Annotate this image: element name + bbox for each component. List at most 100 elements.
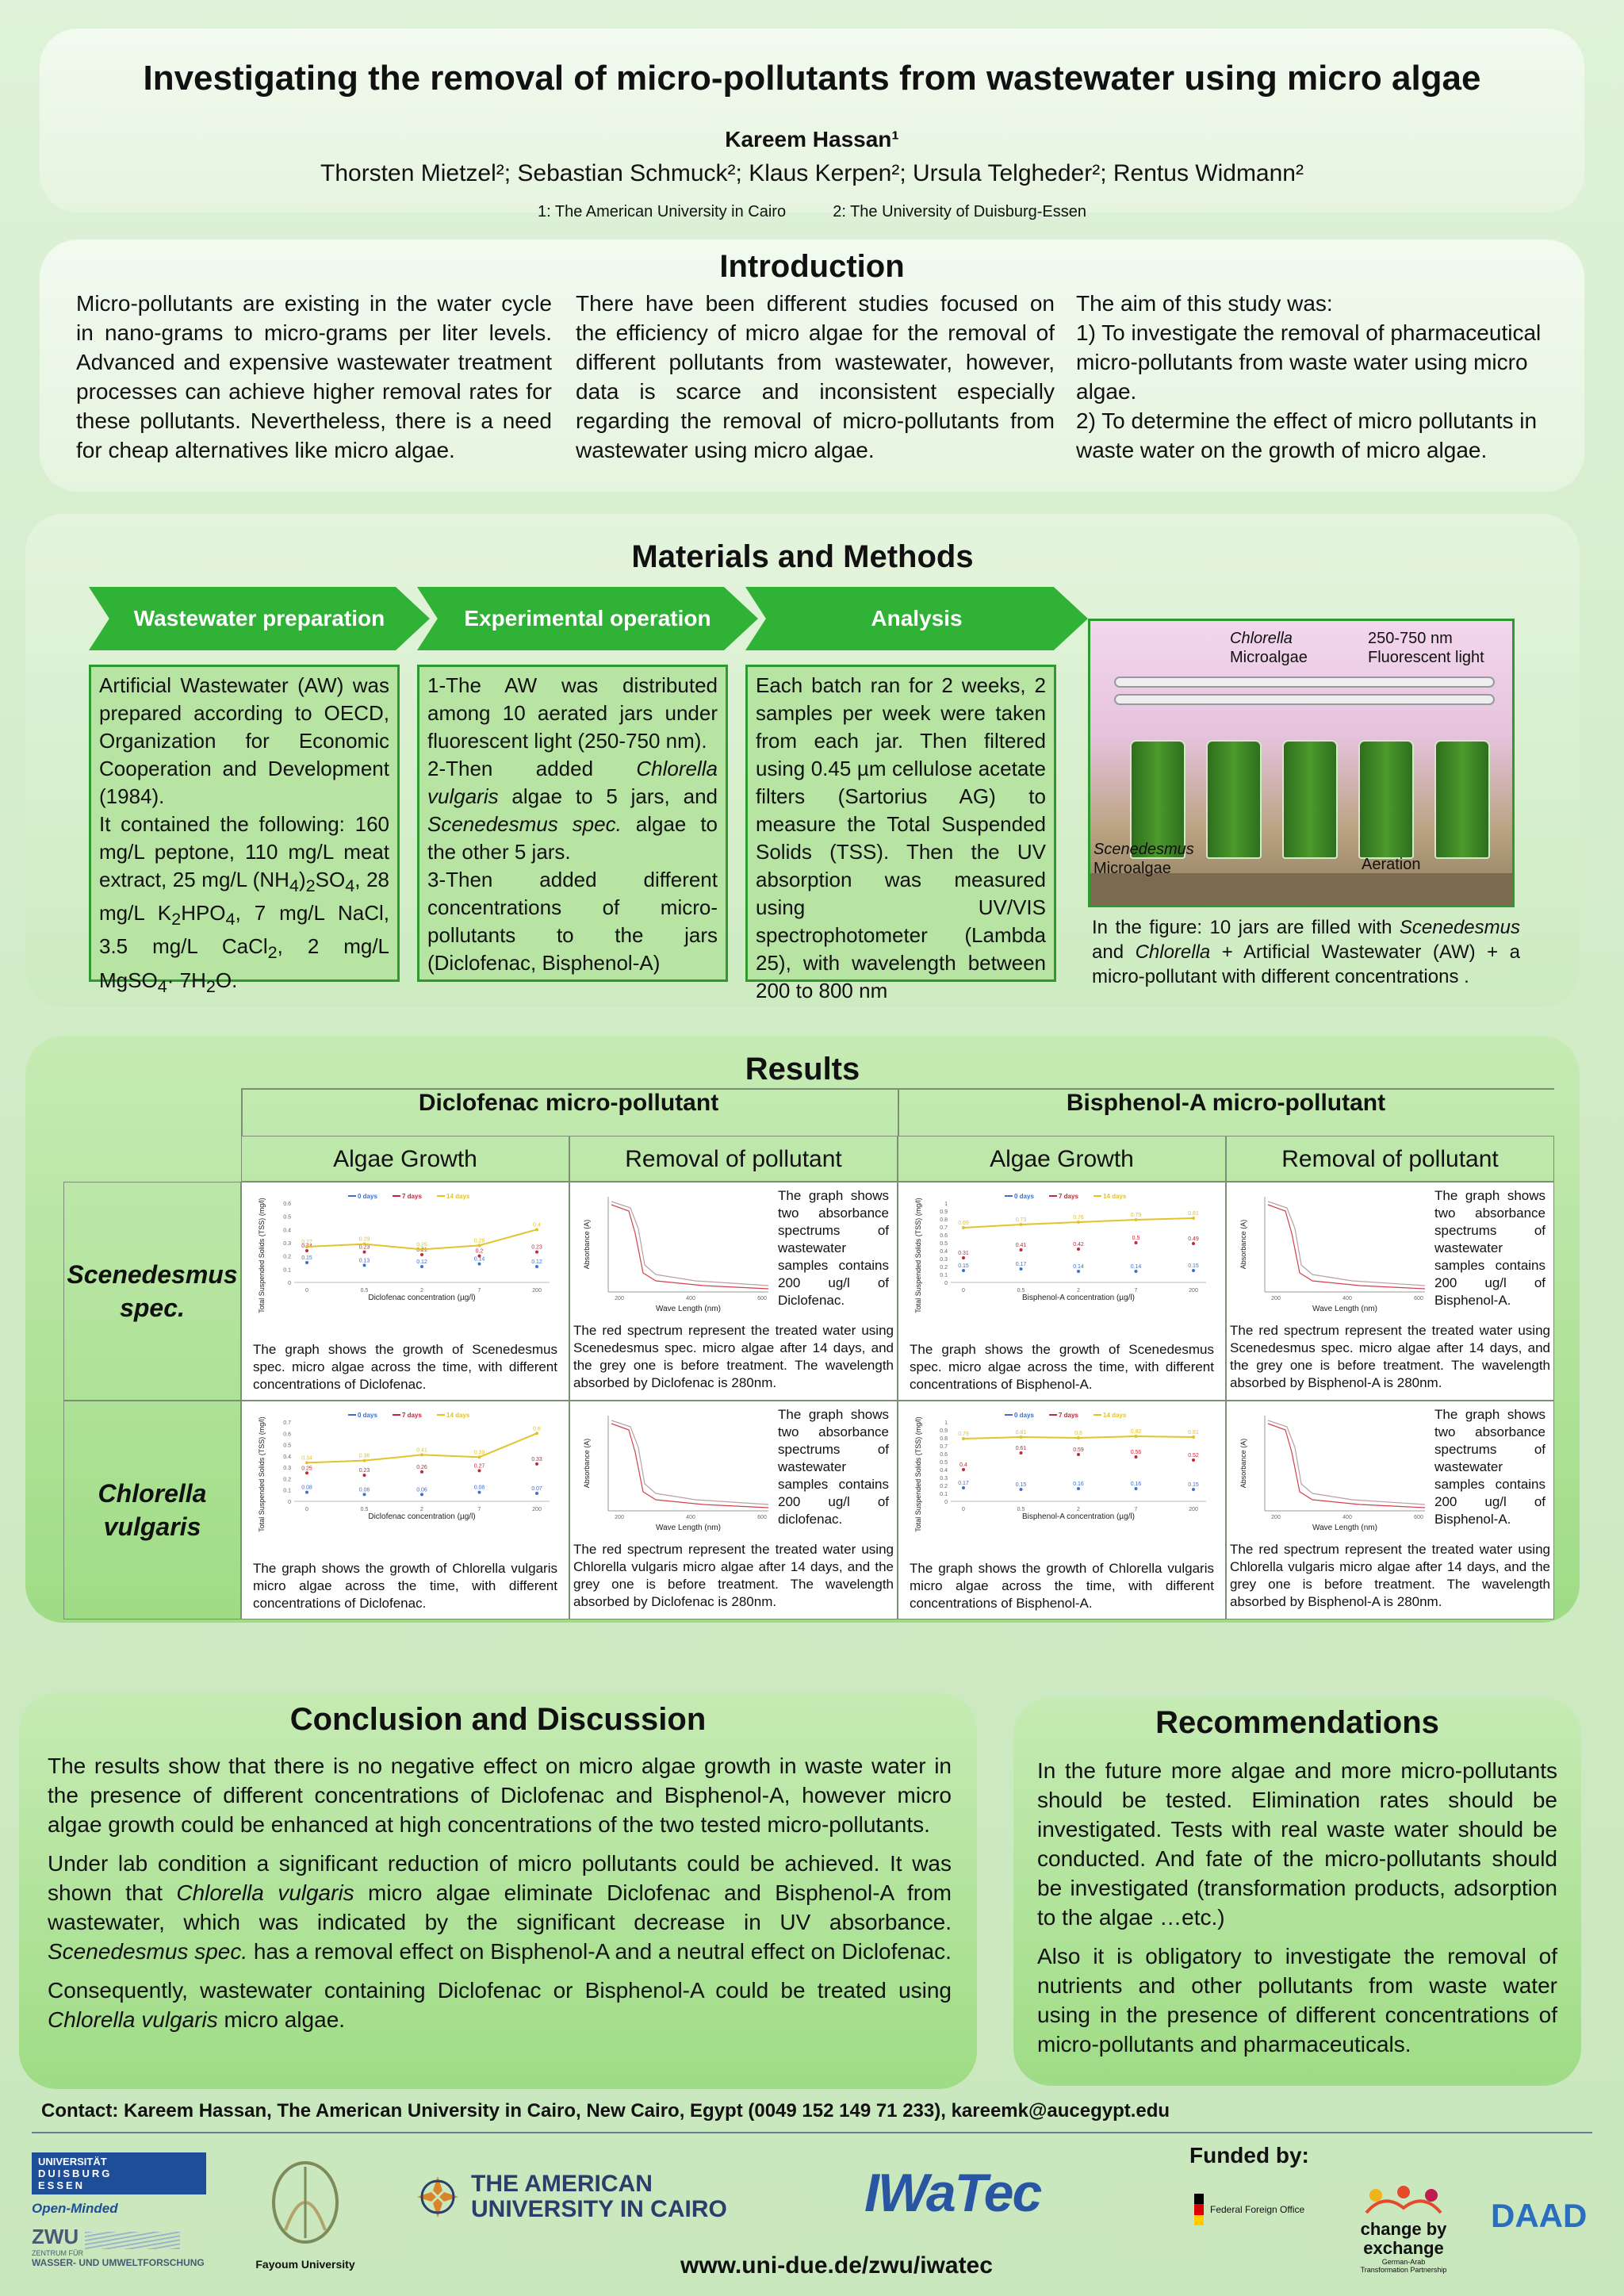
data-label: 0.2 (476, 1249, 484, 1255)
method-box-operation: 1-The AW was distributed among 10 aerate… (417, 665, 728, 982)
auc-emblem-icon (417, 2176, 458, 2217)
y-tick-label: 0.3 (283, 1466, 291, 1471)
y-tick-label: 0.3 (283, 1241, 291, 1247)
logo-fayoum: Fayoum University (254, 2159, 357, 2271)
data-point (535, 1462, 538, 1466)
x-tick-label: 7 (478, 1507, 481, 1512)
fayoum-text: Fayoum University (255, 2258, 355, 2271)
data-label: 0.28 (474, 1238, 485, 1244)
spectrum-before-treatment (1267, 1201, 1426, 1286)
caption-removal: The red spectrum represent the treated w… (573, 1542, 894, 1609)
y-tick-label: 0 (288, 1281, 291, 1286)
conclusion-body: The results show that there is no negati… (48, 1751, 952, 2044)
row-label-scenedesmus: Scenedesmus spec. (63, 1182, 241, 1401)
y-tick-label: 0.6 (940, 1452, 948, 1458)
subheader-removal: Removal of pollutant (569, 1136, 898, 1182)
caption-growth: The graph shows the growth of Chlorella … (253, 1561, 557, 1611)
spectrum-before-treatment (611, 1420, 769, 1505)
data-label: 0.23 (531, 1245, 542, 1251)
data-label: 0.25 (301, 1466, 312, 1471)
label-scenedesmus: Scenedesmus (1094, 841, 1194, 858)
x-tick-label: 7 (1135, 1507, 1138, 1512)
experiment-photo: Chlorella Microalgae 250-750 nm Fluoresc… (1088, 619, 1515, 907)
affiliation-2: 2: The University of Duisburg-Essen (833, 203, 1086, 220)
x-axis-label: Wave Length (nm) (1312, 1524, 1377, 1532)
bisphenol-header: Bisphenol-A micro-pollutant (1066, 1090, 1386, 1116)
data-point (362, 1474, 366, 1478)
y-tick-label: 0.9 (940, 1428, 948, 1434)
change-by-exchange-icon (1365, 2186, 1442, 2214)
data-label: 0.81 (1188, 1430, 1199, 1435)
x-tick-label: 200 (1189, 1507, 1198, 1512)
fluorescent-lamp (1114, 677, 1495, 688)
data-point (1192, 1242, 1195, 1245)
y-tick-label: 0.1 (940, 1273, 948, 1278)
data-label: 0.15 (958, 1263, 969, 1269)
ude-text-1: UNIVERSITÄT (38, 2156, 107, 2168)
row-label-chlorella: Chlorella vulgaris (63, 1401, 241, 1619)
y-tick-label: 0.8 (940, 1436, 948, 1442)
data-point (420, 1248, 423, 1251)
conclusion-title: Conclusion and Discussion (289, 1702, 707, 1737)
fluorescent-lamp-2 (1114, 694, 1495, 705)
subheader-algae-growth: Algae Growth (241, 1136, 569, 1182)
legend-label: 0 days (1014, 1193, 1034, 1200)
x-tick-label: 600 (1414, 1296, 1423, 1301)
x-axis-label: Diclofenac concentration (µg/l) (368, 1294, 475, 1302)
data-label: 0.6 (533, 1426, 541, 1432)
legend-label: 14 days (446, 1193, 470, 1200)
side-note-spectrum: The graph shows two absorbance spectrums… (1434, 1188, 1545, 1308)
data-label: 0.15 (1016, 1482, 1027, 1488)
data-point (420, 1493, 423, 1497)
y-tick-label: 0.4 (940, 1468, 948, 1474)
intro-col3: The aim of this study was: 1) To investi… (1076, 289, 1555, 465)
data-label: 0.08 (301, 1485, 312, 1491)
methods-title: Materials and Methods (631, 539, 974, 574)
y-axis-label: Total Suspended Solids (TSS) (mg/l) (914, 1416, 922, 1532)
data-point (305, 1249, 308, 1252)
data-point (477, 1490, 481, 1494)
logo-auc: THE AMERICAN UNIVERSITY IN CAIRO (416, 2171, 727, 2222)
data-label: 0.26 (416, 1465, 427, 1470)
header-divider-mid (898, 1088, 899, 1136)
method-box-preparation: Artificial Wastewater (AW) was prepared … (89, 665, 400, 996)
x-tick-label: 200 (1271, 1296, 1281, 1301)
x-tick-label: 400 (1342, 1515, 1352, 1520)
y-tick-label: 0.1 (283, 1489, 291, 1494)
affiliations: 1: The American University in Cairo 2: T… (40, 203, 1584, 221)
x-tick-label: 200 (1271, 1515, 1281, 1520)
data-point (477, 1262, 481, 1266)
data-point (1077, 1270, 1080, 1273)
spectrum-after-treatment (611, 1423, 769, 1508)
introduction-panel: Introduction Micro-pollutants are existi… (40, 240, 1584, 492)
spectrum-before-treatment (1267, 1420, 1426, 1505)
data-point (1192, 1488, 1195, 1491)
x-tick-label: 2 (420, 1507, 423, 1512)
y-tick-label: 0.7 (940, 1444, 948, 1450)
x-tick-label: 200 (615, 1296, 624, 1301)
y-tick-label: 0.2 (283, 1477, 291, 1482)
data-label: 0.33 (531, 1457, 542, 1462)
label-chlorella-2: Microalgae (1230, 649, 1308, 666)
side-note-spectrum: The graph shows two absorbance spectrums… (778, 1407, 889, 1527)
y-tick-label: 0.9 (940, 1209, 948, 1215)
legend-label: 0 days (1014, 1412, 1034, 1419)
table-surface (1090, 873, 1512, 905)
y-tick-label: 0.8 (940, 1217, 948, 1223)
spectrum-after-treatment (1267, 1423, 1426, 1508)
data-label: 0.52 (1188, 1453, 1199, 1458)
ude-text-3: ESSEN (38, 2179, 86, 2191)
method-box-analysis: Each batch ran for 2 weeks, 2 samples pe… (745, 665, 1056, 1002)
x-axis-label: Bisphenol-A concentration (µg/l) (1022, 1512, 1135, 1521)
y-tick-label: 0.6 (283, 1432, 291, 1437)
data-label: 0.12 (416, 1259, 427, 1265)
recommendations-body: In the future more algae and more micro-… (1037, 1756, 1557, 2068)
data-point (362, 1493, 366, 1497)
data-point (1077, 1436, 1080, 1439)
y-tick-label: 0.4 (283, 1228, 291, 1233)
side-note-spectrum: The graph shows two absorbance spectrums… (778, 1188, 889, 1308)
